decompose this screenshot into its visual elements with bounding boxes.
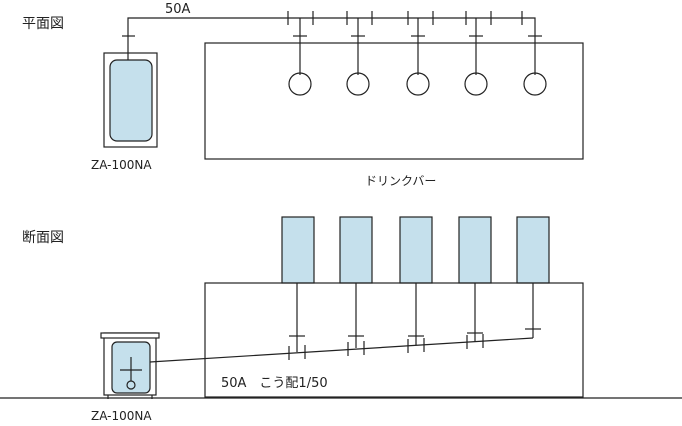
- plan-view: 平面図 50A: [22, 2, 584, 188]
- section-view: 断面図: [0, 216, 682, 423]
- section-tank: [100, 332, 160, 399]
- section-view-title: 断面図: [22, 230, 64, 246]
- drink-bar-counter: [204, 42, 584, 160]
- section-pipe-note: 50A こう配1/50: [221, 376, 328, 391]
- plan-drop-pipes: [293, 18, 542, 75]
- plan-tank: [103, 52, 158, 148]
- plan-drain-fixtures: [288, 72, 547, 96]
- plan-pipe-size-label: 50A: [165, 2, 191, 17]
- plan-main-pipe: [127, 17, 536, 60]
- plan-tank-label: ZA-100NA: [91, 158, 152, 172]
- section-tank-label: ZA-100NA: [91, 409, 152, 423]
- section-drop-pipes: [289, 283, 541, 352]
- plan-header-fittings: [122, 11, 523, 37]
- section-pipe-fittings: [288, 334, 484, 360]
- section-dispensers: [281, 216, 550, 284]
- section-counter: [204, 282, 584, 398]
- plan-view-title: 平面図: [22, 16, 64, 32]
- drink-bar-label: ドリンクバー: [365, 174, 436, 188]
- section-sloped-pipe: [149, 337, 534, 363]
